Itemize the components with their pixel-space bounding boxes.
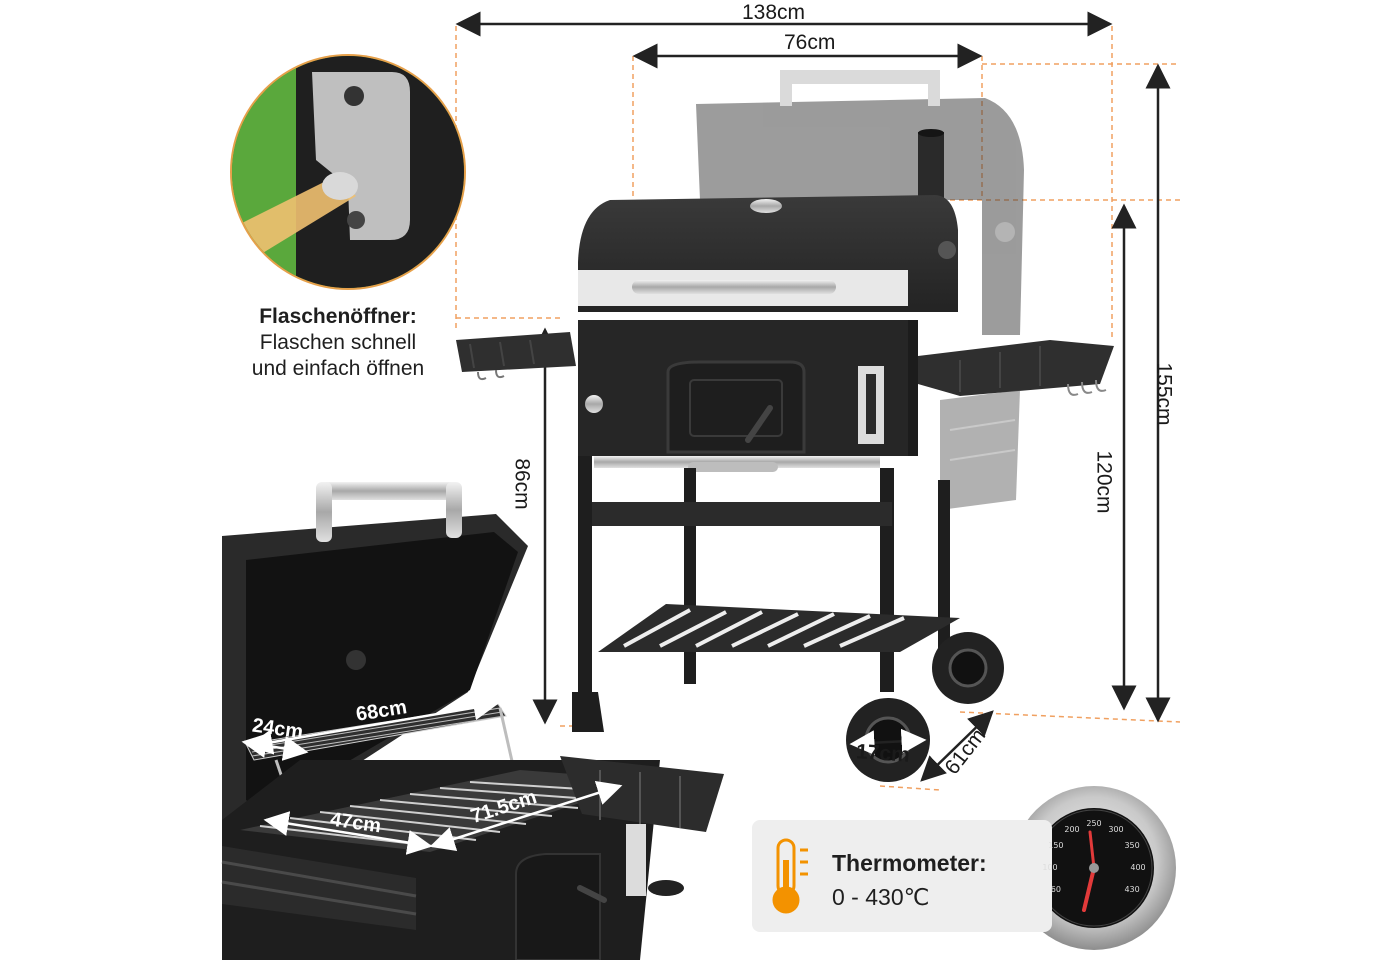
total-width-label: 138cm [742,1,806,24]
lid-height-label: 120cm [1092,450,1116,514]
right-side-table [918,340,1114,510]
bottle-opener-line1: Flaschen schnell [259,331,417,354]
gauge-tick-label: 100 [1042,863,1058,872]
thermometer-caption: Thermometer: 0 - 430℃ [832,846,987,914]
table-height-label: 86cm [510,458,534,510]
bottle-opener-inset [230,54,466,290]
wheels [846,632,1004,782]
gauge-tick-label: 300 [1108,824,1124,834]
bottle-opener-title: Flaschenöffner: [259,305,417,328]
gauge-tick-label: 400 [1130,863,1146,872]
bottle-opener-mount [585,395,603,413]
body-width-label: 76cm [784,31,836,54]
chimney [918,132,944,202]
gauge-tick-label: 430 [1124,885,1140,894]
gauge-tick-label: 200 [1064,824,1080,834]
dimension-lines [455,11,1171,782]
thermometer-panel [752,820,1052,932]
total-height-label: 155cm [1152,362,1176,426]
thermometer-gauge [1012,786,1176,950]
open-grill-detail [221,482,724,960]
bottle-opener-caption: Flaschenöffner: Flaschen schnell und ein… [228,304,448,382]
thermometer-range: 0 - 430℃ [832,884,930,910]
grill-lid [578,195,958,312]
firebox [578,320,918,456]
gauge-tick-label: 250 [1086,819,1102,828]
gauge-tick-label: 60 [1050,885,1061,894]
bottle-opener-line2: und einfach öffnen [251,357,425,380]
gauge-tick-label: 150 [1048,841,1064,850]
gauge-tick-label: 350 [1124,841,1140,850]
thermometer-title: Thermometer: [832,850,987,876]
wheel-size-label: 17cm [855,740,911,767]
left-side-table [456,332,576,381]
cart-frame [572,456,960,732]
